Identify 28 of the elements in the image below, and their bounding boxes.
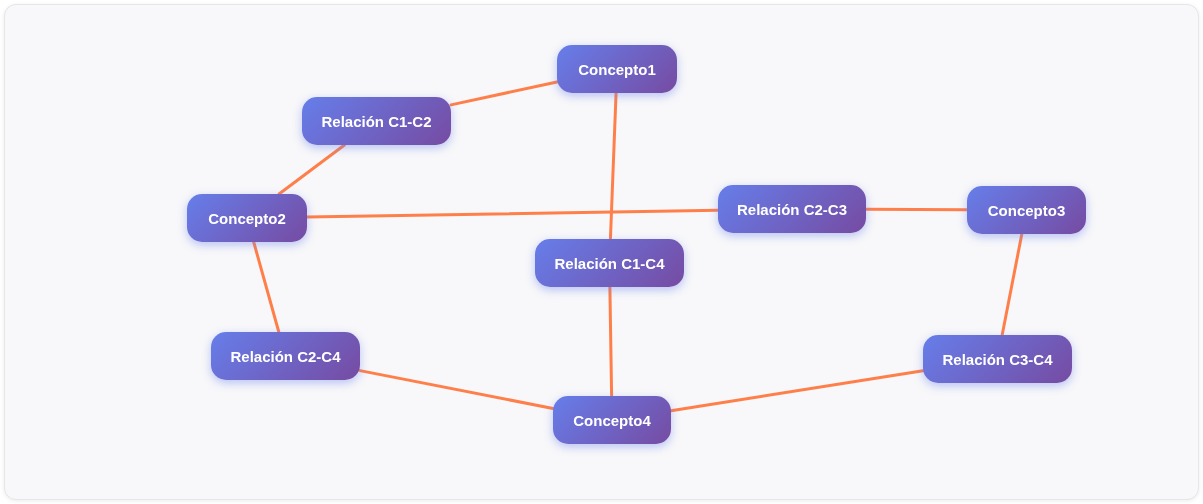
connector-line: [669, 369, 925, 413]
connector-line: [608, 285, 614, 398]
concept-box: [211, 332, 360, 380]
concept-box: [187, 194, 307, 242]
concept-box: [923, 335, 1072, 383]
connector-line: [277, 143, 346, 196]
concept-box: [535, 239, 684, 287]
node-label: Relación C2-C4: [230, 347, 341, 365]
node-label: Relación C1-C4: [554, 254, 665, 272]
node-label: Concepto1: [578, 60, 656, 78]
connector-line: [358, 369, 555, 410]
node-label: Relación C2-C3: [736, 200, 847, 218]
node-label: Concepto3: [987, 201, 1066, 219]
connector-line: [305, 208, 720, 219]
concept-box: [967, 186, 1086, 234]
concept-box: [302, 97, 451, 145]
concept-box: [718, 185, 866, 233]
connector-line: [252, 240, 281, 334]
connector-line: [1000, 232, 1024, 337]
node-label: Concepto2: [208, 209, 286, 227]
connector-line: [449, 80, 559, 107]
concept-box: [557, 45, 677, 93]
node-label: Relación C3-C4: [942, 350, 1053, 368]
connector-line: [608, 91, 618, 241]
connector-line: [864, 207, 969, 212]
concept-box: [553, 396, 671, 444]
node-label: Concepto4: [573, 411, 651, 429]
node-label: Relación C1-C2: [321, 112, 432, 130]
